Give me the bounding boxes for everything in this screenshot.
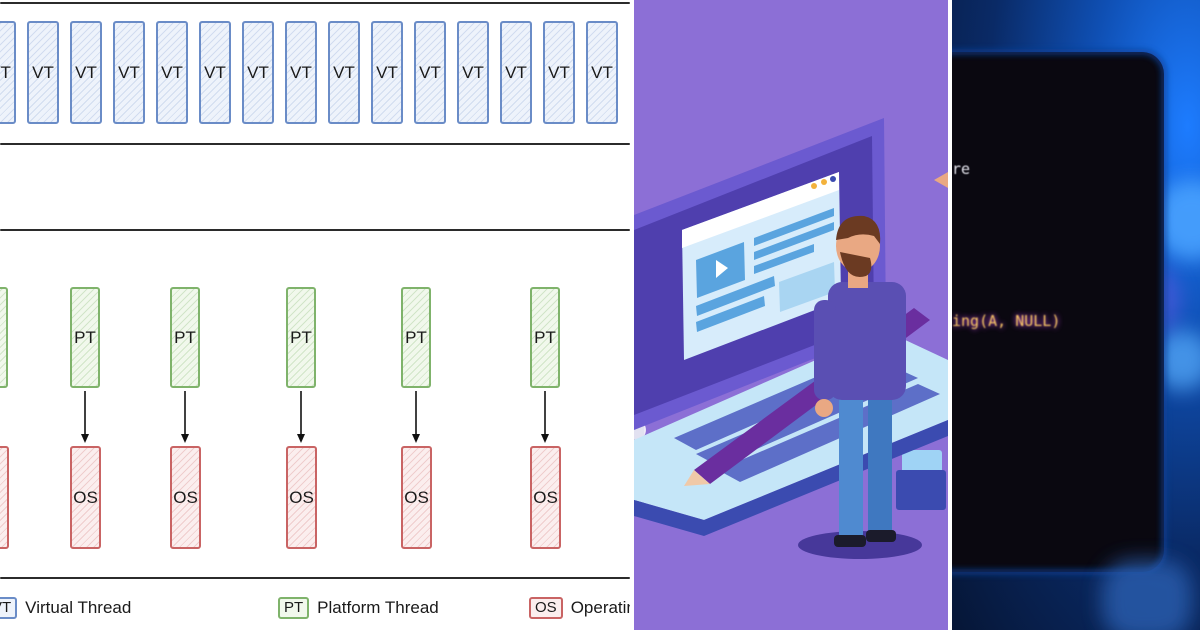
virtual-thread-box: VT (371, 21, 403, 124)
legend-vt-swatch: VT (0, 597, 18, 619)
browser-window (682, 172, 841, 360)
platform-thread-pool-bottom-border (0, 577, 630, 579)
virtual-thread-box: VT (543, 21, 575, 124)
legend-pt-text: Platform Thread (317, 598, 439, 617)
legend-virtual-thread: VT Virtual Thread (0, 596, 131, 620)
os-thread-box: OS (70, 446, 101, 549)
monitor-glow-edge (952, 49, 1167, 575)
platform-thread-box: PT (70, 287, 100, 388)
virtual-thread-box: VT (414, 21, 446, 124)
legend-os-thread: OS Operating System Thread (529, 596, 632, 620)
platform-thread-box: PT (286, 287, 316, 388)
code-screen-photo: re ing(A, NULL) (952, 0, 1200, 630)
screen-code-line: re (952, 160, 971, 178)
os-thread-box (0, 446, 9, 549)
panel-divider (948, 0, 952, 630)
legend-pt-swatch: PT (278, 597, 310, 619)
virtual-thread-box: VT (285, 21, 317, 124)
platform-thread-pool-top-border (0, 229, 630, 231)
virtual-thread-box: VT (0, 21, 16, 124)
virtual-thread-pool-bottom-border (0, 143, 630, 145)
hand-edge (934, 172, 948, 188)
play-icon (716, 260, 728, 278)
virtual-thread-box: VT (27, 21, 59, 124)
legend-vt-text: Virtual Thread (25, 598, 132, 617)
virtual-thread-box: VT (500, 21, 532, 124)
os-thread-box: OS (530, 446, 561, 549)
thread-diagram: VT VT VT VT VT VT VT VT VT VT VT VT VT V… (0, 2, 632, 620)
desk-object (896, 470, 946, 510)
virtual-thread-box: VT (113, 21, 145, 124)
desk-object (902, 450, 942, 476)
os-thread-box: OS (170, 446, 201, 549)
virtual-thread-box: VT (586, 21, 618, 124)
screen-code-line: ing(A, NULL) (952, 312, 1061, 330)
mapping-arrow (541, 391, 549, 443)
platform-thread-box: PT (401, 287, 431, 388)
virtual-thread-box: VT (242, 21, 274, 124)
mapping-arrow (297, 391, 305, 443)
platform-thread-box: PT (530, 287, 560, 388)
virtual-thread-pool-top-border (0, 2, 630, 4)
legend-os-swatch: OS (529, 597, 563, 619)
os-thread-box: OS (401, 446, 432, 549)
legend-platform-thread: PT Platform Thread (278, 596, 439, 620)
mapping-arrow (81, 391, 89, 443)
pencil-tip (684, 470, 710, 486)
virtual-thread-box: VT (457, 21, 489, 124)
developer-laptop-illustration (634, 0, 948, 630)
virtual-thread-box: VT (328, 21, 360, 124)
developer-person (798, 215, 922, 559)
os-thread-box: OS (286, 446, 317, 549)
virtual-thread-box: VT (156, 21, 188, 124)
laptop-base-edge (634, 420, 948, 536)
platform-thread-box: PT (170, 287, 200, 388)
platform-thread-box (0, 287, 8, 388)
virtual-thread-box: VT (70, 21, 102, 124)
legend-os-text: Operating System Thread (570, 598, 632, 617)
panel-divider (630, 0, 634, 630)
illustration-art (634, 118, 948, 559)
virtual-thread-box: VT (199, 21, 231, 124)
stand-blur (1102, 560, 1192, 630)
mapping-arrow (181, 391, 189, 443)
mapping-arrow (412, 391, 420, 443)
photo-art (952, 49, 1200, 630)
monitor-screen (952, 52, 1164, 572)
